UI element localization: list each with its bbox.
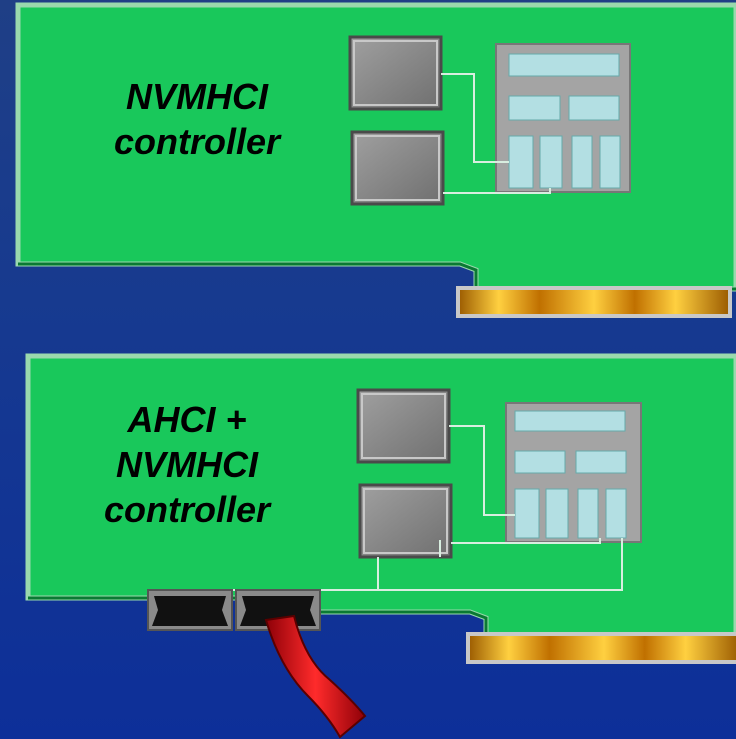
sata-port-left — [147, 589, 233, 631]
memory-module — [495, 43, 631, 193]
card-label-nvmhci: NVMHCI controller — [62, 74, 332, 164]
label-line: AHCI + — [127, 399, 247, 440]
label-line: NVMHCI — [126, 76, 268, 117]
ahci-nvmhci-controller-card — [25, 353, 736, 739]
card-label-ahci-nvmhci: AHCI + NVMHCI controller — [52, 397, 322, 532]
label-line: controller — [113, 121, 281, 162]
pcie-edge-connector — [456, 286, 732, 318]
memory-module — [505, 402, 642, 543]
controller-chip-top — [348, 35, 443, 111]
nvmhci-controller-card — [15, 2, 736, 318]
sata-port-right — [235, 589, 321, 631]
label-line: NVMHCI — [116, 444, 258, 485]
pcie-edge-connector — [466, 632, 736, 664]
label-line: controller — [103, 489, 271, 530]
controller-chip-bottom — [350, 130, 445, 206]
card-traces — [441, 73, 551, 194]
sata-cable — [264, 614, 367, 739]
controller-chip-top — [356, 388, 451, 464]
controller-chip-bottom — [358, 483, 453, 559]
